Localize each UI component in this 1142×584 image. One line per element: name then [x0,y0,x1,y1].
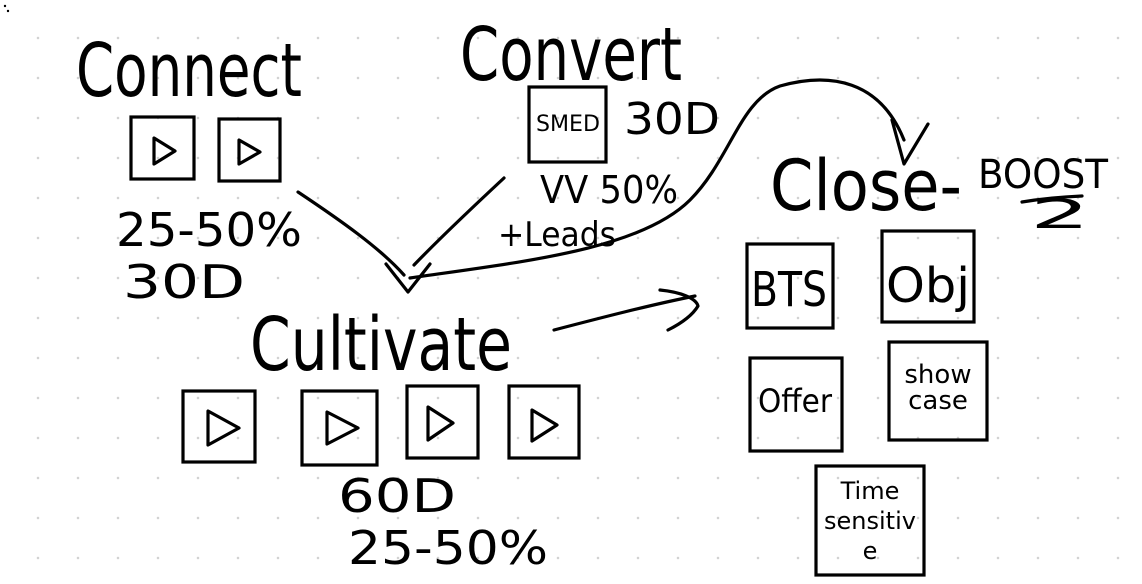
connect-rate-note: 25-50% [116,203,302,257]
connect-title: Connect [76,28,302,114]
close-box-label: Offer [758,382,833,420]
curve-to-close-arrow [408,78,906,280]
connect-duration-note: 30D [123,255,245,309]
cultivate-duration-note: 60D [338,469,456,523]
close-box-bts[interactable]: BTS [745,242,835,330]
connect-video-1[interactable] [129,115,196,181]
cultivate-video-1[interactable] [181,389,257,464]
close-box-offer[interactable]: Offer [748,356,844,453]
close-box-obj[interactable]: Obj [880,229,976,324]
close-box-label: BTS [751,262,827,318]
cultivate-video-3[interactable] [405,384,480,460]
play-icon [152,136,177,166]
stray-mark [6,9,10,13]
connect-video-2[interactable] [217,117,282,183]
smed-label: SMED [536,112,600,137]
close-arrowhead [890,118,930,166]
close-box-label: show case [904,362,972,416]
close-box-label: Time sensitive [824,477,916,565]
connect-to-cultivate-line [296,190,406,277]
close-title: Close- [770,145,962,227]
close-box-label: Obj [886,258,970,314]
boost-underline [1020,194,1084,204]
convert-smed-box[interactable]: SMED [527,85,608,164]
convert-to-cultivate-line [412,176,506,267]
cultivate-to-close-arrow [552,294,697,332]
convert-leads-note: +Leads [498,215,616,255]
play-icon [530,408,559,443]
convert-group: Convert SMED 30D VV 50% +Leads [460,12,720,255]
close-box-showcase[interactable]: show case [887,340,989,442]
flow-arrows [296,78,1084,332]
cultivate-video-4[interactable] [507,384,581,460]
convert-title: Convert [460,12,682,98]
connect-group: Connect 25-50% 30D [76,28,302,309]
cultivate-video-2[interactable] [300,389,379,467]
cultivate-title: Cultivate [250,302,512,388]
convert-vv-note: VV 50% [540,168,678,212]
play-icon [237,138,262,166]
cultivate-group: Cultivate 60D 25-50% [181,302,581,575]
stray-mark [3,4,7,8]
cultivate-to-close-arrowhead [658,288,700,332]
cultivate-rate-note: 25-50% [348,521,548,575]
play-icon [206,409,241,447]
close-boost-label: BOOST [978,152,1109,198]
convert-duration-note: 30D [624,94,720,145]
close-box-time-sensitive[interactable]: Time sensitive [814,464,926,577]
junction-arrowhead [384,262,432,294]
play-icon [426,405,455,442]
play-icon [325,410,360,446]
close-group: Close- BOOST 2 BTS Obj Offer show case T… [745,145,1109,577]
